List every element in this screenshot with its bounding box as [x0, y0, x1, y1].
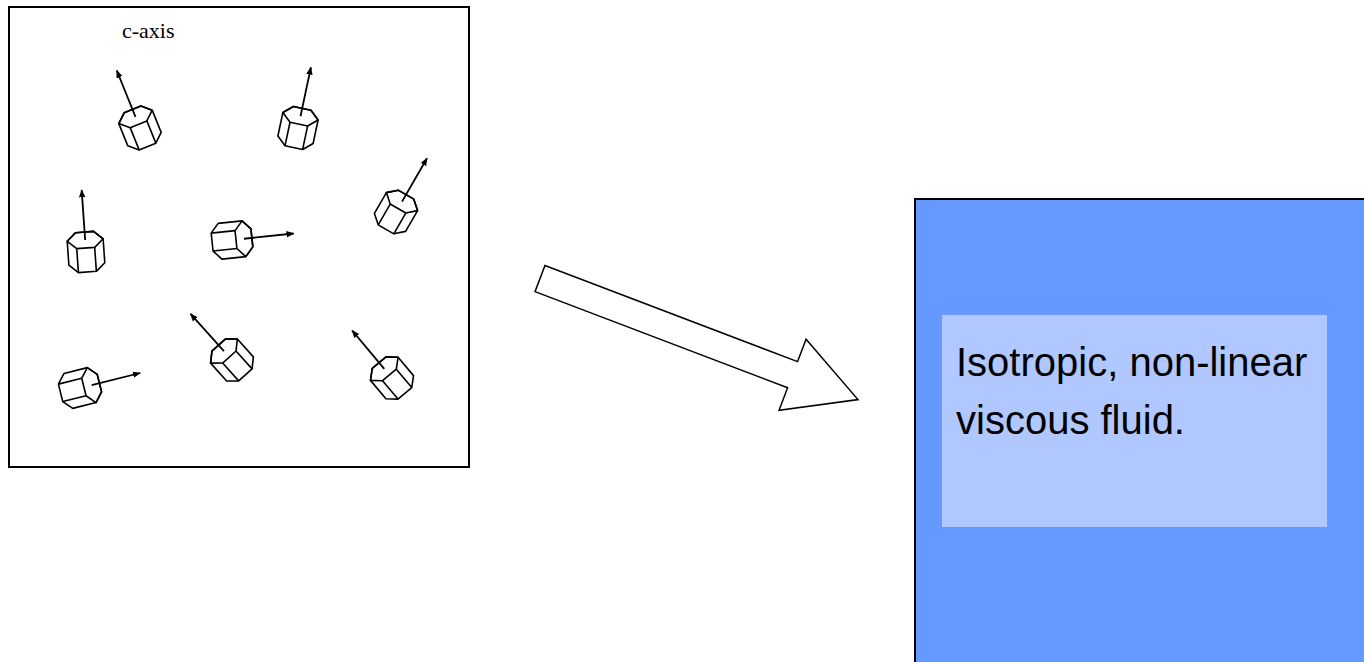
material-box: Isotropic, non-linear viscous fluid. — [914, 198, 1364, 662]
crystal — [276, 64, 328, 152]
crystal — [370, 149, 442, 238]
crystal — [64, 189, 106, 273]
material-description: Isotropic, non-linear viscous fluid. — [942, 315, 1327, 527]
block-arrow — [535, 265, 858, 410]
illustration-box: c-axis — [8, 6, 470, 468]
crystal — [177, 302, 259, 387]
crystal — [210, 216, 295, 260]
axis-label: c-axis — [122, 18, 175, 44]
crystal — [100, 64, 164, 154]
crystal — [56, 356, 144, 411]
crystal — [338, 319, 418, 405]
